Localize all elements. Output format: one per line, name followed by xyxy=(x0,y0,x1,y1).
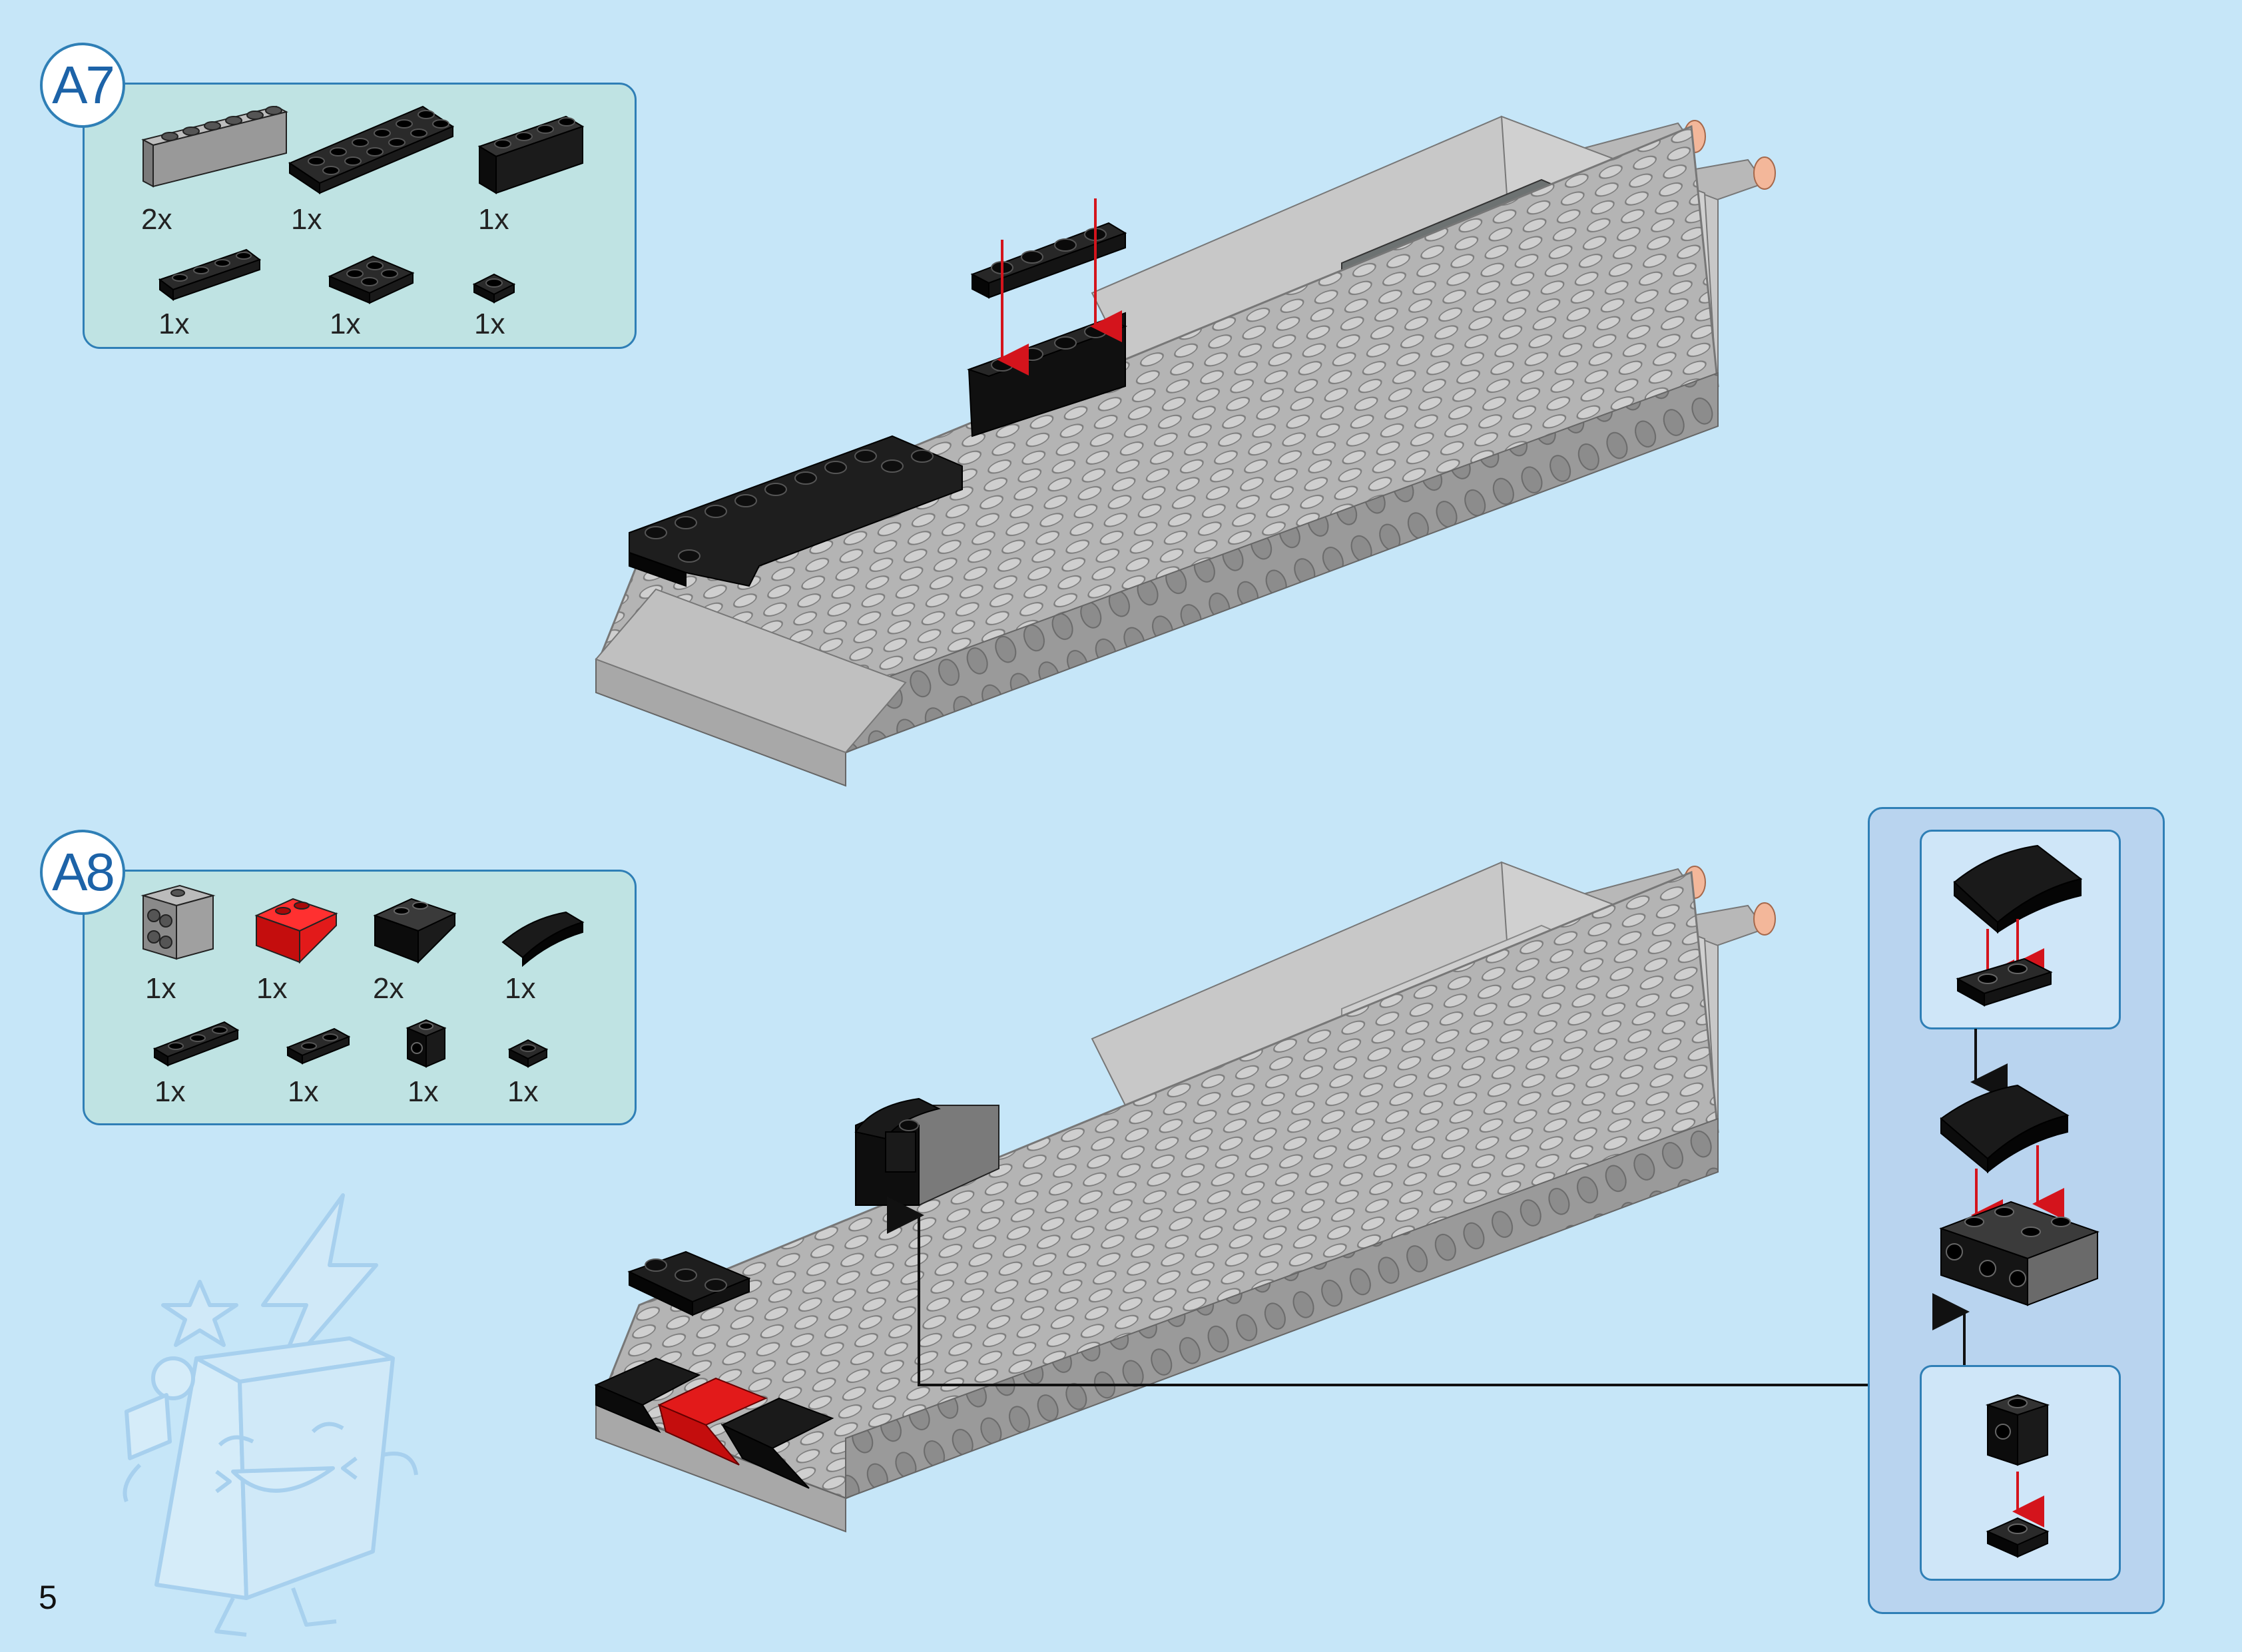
a8-part-qty-1: 1x xyxy=(145,972,176,1005)
a8-part-qty-8: 1x xyxy=(507,1075,539,1108)
a8-part-qty-2: 1x xyxy=(256,972,288,1005)
a8-part-qty-6: 1x xyxy=(288,1075,319,1108)
a7-black-plate-floating xyxy=(970,222,1127,299)
a8-model xyxy=(594,861,1776,1533)
a8-black-plate-front xyxy=(627,1250,751,1316)
a7-part-qty-5: 1x xyxy=(330,308,361,340)
subassembly-step-2 xyxy=(1939,1084,2100,1306)
page-number: 5 xyxy=(39,1579,57,1616)
a7-part-qty-3: 1x xyxy=(478,203,509,236)
mascot-watermark xyxy=(123,1193,418,1637)
step-a7-badge: A7 xyxy=(40,43,125,128)
a8-part-qty-3: 2x xyxy=(373,972,404,1005)
subassembly-step-3 xyxy=(1985,1394,2050,1558)
a7-model xyxy=(595,115,1776,787)
a7-part-qty-1: 2x xyxy=(141,203,172,236)
a7-black-plates xyxy=(629,435,963,587)
subassembly-step-1 xyxy=(1953,844,2083,1007)
a8-part-qty-5: 1x xyxy=(154,1075,186,1108)
a7-part-qty-2: 1x xyxy=(291,203,322,236)
step-a8-badge: A8 xyxy=(40,830,125,915)
a8-front-slopes xyxy=(594,1357,834,1489)
a8-mounted-subassembly xyxy=(854,1097,999,1206)
a8-part-qty-7: 1x xyxy=(408,1075,439,1108)
a7-part-qty-6: 1x xyxy=(474,308,505,340)
a7-part-qty-4: 1x xyxy=(158,308,190,340)
a8-part-qty-4: 1x xyxy=(505,972,536,1005)
